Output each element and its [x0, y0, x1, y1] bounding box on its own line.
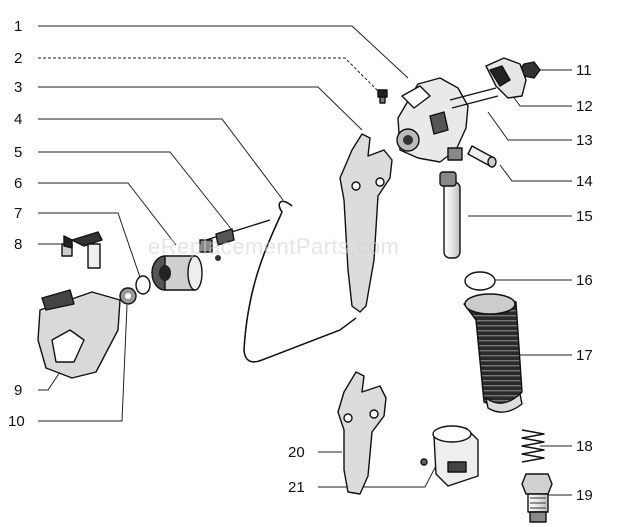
callout-3: 3 [14, 79, 22, 96]
leader-14 [499, 164, 572, 182]
handle-grip [463, 293, 523, 413]
tip-guard [37, 289, 121, 379]
callout-14: 14 [576, 173, 593, 190]
callout-2: 2 [14, 50, 22, 67]
callout-7: 7 [14, 205, 22, 222]
leader-lines [38, 25, 572, 496]
swivel-fitting [521, 473, 553, 523]
spring [521, 429, 545, 463]
callout-11: 11 [576, 62, 592, 79]
trigger-guard [243, 200, 357, 363]
pivot-pin [467, 145, 497, 168]
callout-17: 17 [576, 347, 593, 364]
leader-5 [38, 151, 233, 231]
trigger-guard-highlight [243, 200, 357, 363]
callout-18: 18 [576, 438, 593, 455]
o-ring [464, 271, 496, 291]
fluid-tube [439, 171, 461, 259]
washer [119, 287, 137, 305]
seal-ring [135, 275, 151, 295]
callout-10: 10 [8, 413, 25, 430]
pins [449, 87, 499, 109]
leader-10 [38, 304, 128, 422]
callout-5: 5 [14, 144, 22, 161]
watermark-text: eReplacementParts.com [148, 234, 399, 259]
callout-13: 13 [576, 132, 593, 149]
leader-9 [38, 371, 61, 391]
leader-3 [38, 86, 363, 131]
leader-1 [38, 25, 409, 79]
callout-4: 4 [14, 111, 22, 128]
callout-21: 21 [288, 479, 305, 496]
small-screw [377, 89, 388, 104]
callout-19: 19 [576, 487, 593, 504]
leader-12 [511, 94, 572, 107]
callout-20: 20 [288, 444, 305, 461]
rear-cap [485, 57, 527, 99]
callout-labels: 1 2 3 4 5 6 7 8 9 10 11 12 13 14 15 16 1… [8, 18, 593, 504]
needle-assembly [199, 219, 271, 261]
callout-9: 9 [14, 382, 22, 399]
leader-4 [38, 118, 284, 201]
spray-tip [61, 231, 103, 269]
gun-head [396, 77, 469, 163]
callout-12: 12 [576, 98, 593, 115]
leader-2 [38, 57, 381, 94]
trigger-alt [337, 371, 387, 495]
callout-16: 16 [576, 272, 593, 289]
trigger [339, 133, 393, 313]
leader-7 [38, 212, 143, 284]
leader-6 [38, 182, 177, 246]
housing [151, 255, 203, 291]
callout-1: 1 [14, 18, 22, 35]
callout-15: 15 [576, 208, 593, 225]
callout-8: 8 [14, 236, 22, 253]
leader-13 [487, 111, 572, 141]
callout-6: 6 [14, 175, 22, 192]
tip-adapter [420, 425, 479, 487]
